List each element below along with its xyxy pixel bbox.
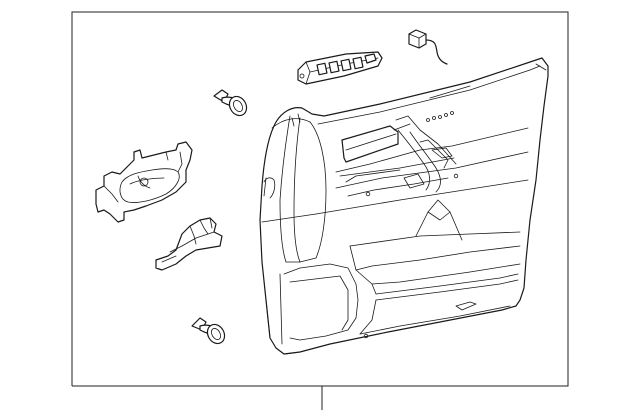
handle-icon [155, 217, 223, 271]
door-panel-icon [259, 57, 549, 355]
connector-icon [408, 29, 448, 65]
switch-icon [297, 51, 383, 85]
assembly-frame [71, 11, 569, 410]
clip-icon [213, 89, 248, 117]
bezel-icon [95, 141, 193, 223]
clip-icon [191, 317, 226, 345]
